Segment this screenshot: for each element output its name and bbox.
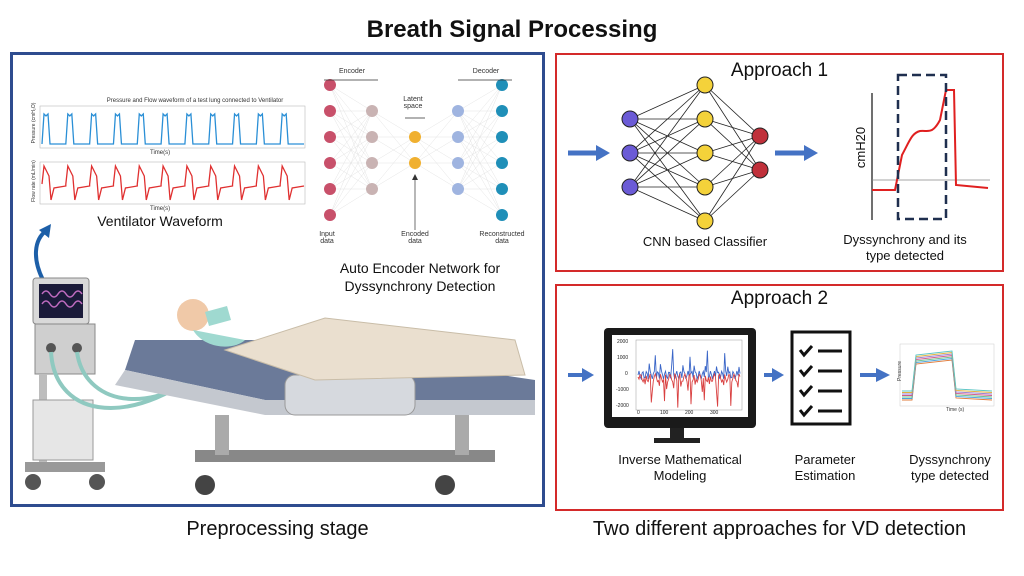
mini-plot-line — [902, 358, 993, 399]
mini-plot-ylabel: Pressure — [897, 360, 904, 382]
ae-node — [366, 183, 378, 195]
pressure-xlabel: Time(s) — [150, 150, 171, 156]
ae-node — [366, 157, 378, 169]
ae-node — [496, 183, 508, 195]
waveform-title: Pressure and Flow waveform of a test lun… — [106, 98, 284, 104]
ae-node — [409, 131, 421, 143]
cnn-node — [621, 178, 639, 196]
autoencoder-diagram — [324, 79, 512, 230]
monitor-stand — [654, 438, 700, 443]
cnn-node — [696, 178, 714, 196]
monitor-xtick-1: 100 — [660, 410, 669, 416]
approach2-diagram — [568, 328, 995, 443]
ae-node — [409, 157, 421, 169]
ae-node — [452, 183, 464, 195]
ventilator-waveform-plot — [39, 105, 306, 205]
ae-node — [452, 131, 464, 143]
patient-ventilator-illustration — [25, 224, 535, 495]
ae-caption: Auto Encoder Network for Dyssynchrony De… — [339, 260, 501, 294]
cnn-caption: CNN based Classifier — [642, 234, 768, 249]
ae-node — [366, 105, 378, 117]
cnn-node — [621, 144, 639, 162]
ae-node — [496, 209, 508, 221]
pressure-ylabel: Pressure (cmH₂O) — [31, 102, 37, 144]
approach2-panel — [555, 284, 1004, 511]
monitor-tick-0: 2000 — [617, 339, 629, 345]
cnn-node — [696, 144, 714, 162]
ae-node — [452, 105, 464, 117]
approach1-diagram — [568, 73, 990, 230]
monitor-tick-2: 0 — [625, 371, 628, 377]
mini-plot-line — [902, 355, 993, 396]
ae-node — [496, 157, 508, 169]
preprocessing-panel — [10, 52, 545, 507]
ae-node — [324, 183, 336, 195]
cnn-node — [696, 76, 714, 94]
flow-xlabel: Time(s) — [150, 206, 171, 212]
dyssynchrony-box — [896, 73, 948, 221]
monitor-tick-4: -2000 — [616, 403, 629, 409]
monitor-xtick-3: 300 — [710, 410, 719, 416]
decoder-label: Decoder — [472, 68, 500, 75]
detect-caption: Dyssynchrony and its type detected — [843, 232, 967, 264]
monitor-signal-red — [637, 372, 741, 408]
reconstructed-label: Reconstructed data — [479, 231, 525, 245]
cnn-node — [696, 212, 714, 230]
preprocessing-caption: Preprocessing stage — [186, 518, 369, 540]
type-caption: Dyssynchrony type detected — [909, 452, 991, 484]
monitor-tick-1: 1000 — [617, 355, 629, 361]
approach2-input-arrow — [582, 368, 594, 382]
approach2-mid-arrow — [772, 368, 784, 382]
checklist-icon — [790, 330, 852, 426]
flow-waveform — [41, 163, 305, 201]
cnn-node — [751, 161, 769, 179]
latent-label: Latent space — [403, 96, 423, 110]
encoded-label: Encoded data — [401, 231, 429, 245]
input-arrow — [596, 145, 610, 161]
cnn-node — [751, 127, 769, 145]
monitor-xtick-2: 200 — [685, 410, 694, 416]
waveform-caption: Ventilator Waveform — [97, 213, 223, 229]
ae-node — [366, 131, 378, 143]
ae-node — [324, 131, 336, 143]
model-caption: Inverse Mathematical Modeling — [618, 452, 742, 484]
ae-node — [324, 157, 336, 169]
monitor-tick-3: -1000 — [616, 387, 629, 393]
mini-plot-line — [902, 356, 993, 398]
mini-plot-line — [902, 353, 993, 395]
mini-plot-line — [902, 359, 993, 401]
plot-ylabel: cmH20 — [853, 126, 869, 169]
ae-node — [496, 105, 508, 117]
approach2-output-arrow — [876, 368, 890, 382]
output-arrow — [804, 145, 818, 161]
ae-node — [496, 79, 508, 91]
param-caption: Parameter Estimation — [794, 452, 856, 484]
right-caption: Two different approaches for VD detectio… — [592, 518, 967, 540]
encoder-label: Encoder — [338, 68, 366, 75]
ae-node — [324, 209, 336, 221]
pressure-curve — [872, 89, 989, 191]
mini-plot-line — [902, 352, 993, 393]
input-label: Input data — [319, 231, 335, 245]
up-arrow — [34, 228, 49, 281]
mini-plot-line — [902, 350, 993, 392]
ae-node — [496, 131, 508, 143]
pressure-waveform — [41, 112, 304, 145]
approach2-title: Approach 2 — [730, 288, 829, 309]
ae-node — [324, 79, 336, 91]
approach1-panel — [555, 53, 1004, 272]
ae-node — [452, 157, 464, 169]
approach1-title: Approach 1 — [730, 60, 829, 81]
monitor-xtick-0: 0 — [637, 410, 640, 416]
cnn-node — [696, 110, 714, 128]
cnn-node — [621, 110, 639, 128]
ae-node — [324, 105, 336, 117]
main-title: Breath Signal Processing — [366, 16, 658, 43]
mini-plot-xlabel: Time (s) — [946, 407, 965, 413]
